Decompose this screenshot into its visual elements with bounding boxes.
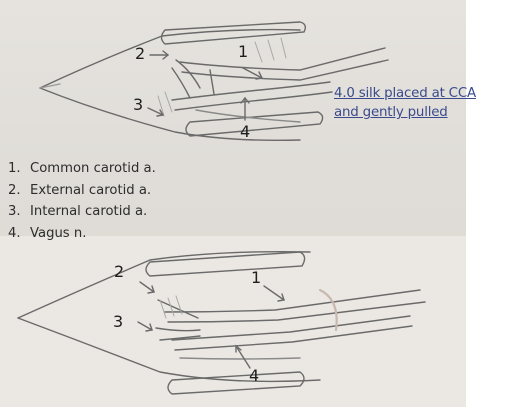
legend-text: Internal carotid a. — [30, 204, 147, 219]
bottom-label-3: 3 — [113, 312, 123, 331]
legend-number: 4. — [8, 223, 30, 245]
top-label-4: 4 — [240, 122, 250, 141]
top-label-2: 2 — [135, 44, 145, 63]
legend-text: Vagus n. — [30, 226, 86, 241]
legend-text: External carotid a. — [30, 183, 151, 198]
bottom-label-2: 2 — [114, 262, 124, 281]
top-label-1: 1 — [238, 42, 248, 61]
legend-item: 4.Vagus n. — [8, 223, 156, 245]
bottom-label-4: 4 — [249, 366, 259, 385]
annotation-line-2: and gently pulled — [334, 103, 511, 122]
legend-item: 2.External carotid a. — [8, 180, 156, 202]
annotation-line-1: 4.0 silk placed at CCA — [334, 84, 511, 103]
bottom-label-1: 1 — [251, 268, 261, 287]
legend-text: Common carotid a. — [30, 161, 156, 176]
legend-item: 1.Common carotid a. — [8, 158, 156, 180]
silk-suture-annotation: 4.0 silk placed at CCA and gently pulled — [334, 84, 511, 122]
legend-number: 3. — [8, 201, 30, 223]
legend-number: 2. — [8, 180, 30, 202]
legend-number: 1. — [8, 158, 30, 180]
top-label-3: 3 — [133, 95, 143, 114]
legend-item: 3.Internal carotid a. — [8, 201, 156, 223]
anatomy-legend: 1.Common carotid a. 2.External carotid a… — [8, 158, 156, 244]
